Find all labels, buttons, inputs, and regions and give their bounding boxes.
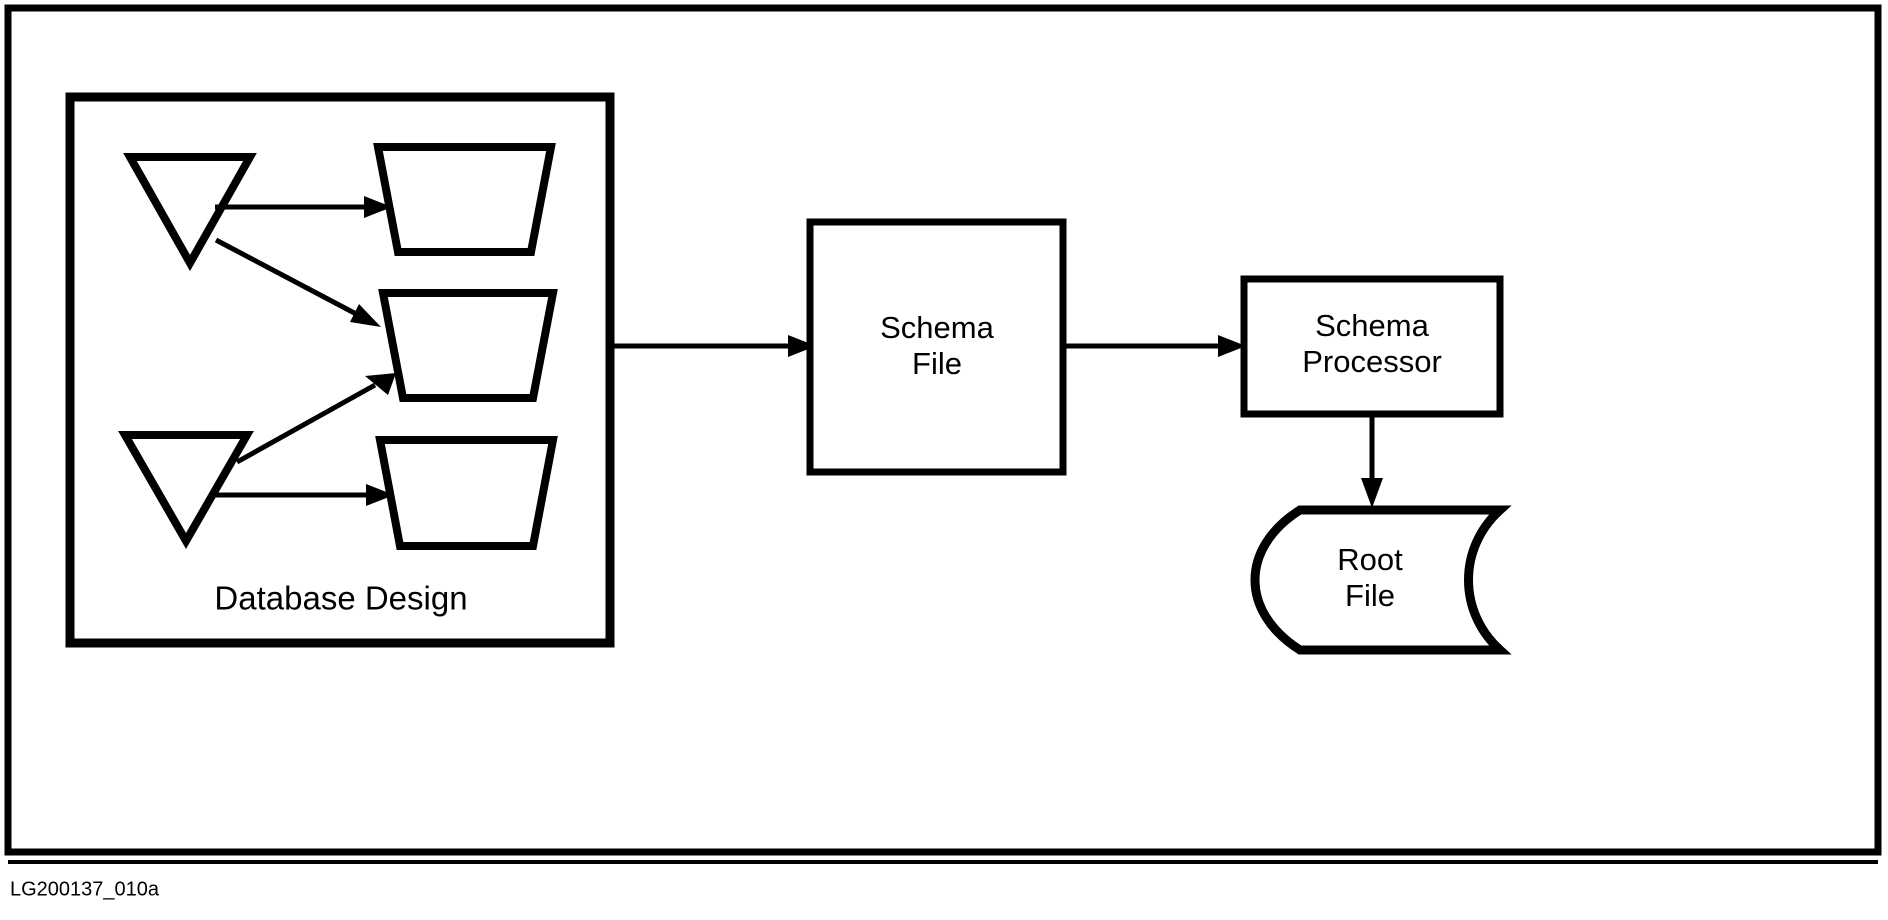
root-file-shape (1250, 505, 1512, 655)
schema-processor-node (1240, 275, 1504, 418)
entity-triangle-top (123, 153, 257, 272)
schema-file-node (806, 218, 1067, 476)
figure-caption: LG200137_010a (10, 878, 160, 900)
arrow-design-to-schema-file (613, 335, 816, 357)
arrow-triangle-top-to-trapezoid-middle (214, 237, 381, 327)
root-file-label-line1: Root (1337, 542, 1403, 577)
root-file-label-line2: File (1345, 578, 1395, 613)
entity-triangle-bottom (118, 431, 254, 550)
relation-trapezoid-top (373, 143, 556, 256)
schema-file-label-line2: File (912, 346, 962, 381)
database-design-label: Database Design (214, 580, 467, 617)
arrow-schema-file-to-processor (1066, 335, 1246, 357)
schema-processor-label-line1: Schema (1315, 308, 1429, 343)
arrow-triangle-top-to-trapezoid-top (215, 196, 392, 218)
schema-processor-label-line2: Processor (1302, 344, 1442, 379)
relation-trapezoid-middle (378, 289, 558, 402)
relation-trapezoid-bottom (375, 436, 558, 550)
arrow-triangle-bottom-to-trapezoid-bottom (215, 484, 394, 506)
arrow-processor-to-root-file (1361, 417, 1383, 508)
schema-file-label-line1: Schema (880, 310, 994, 345)
arrow-triangle-bottom-to-trapezoid-middle (235, 373, 396, 465)
